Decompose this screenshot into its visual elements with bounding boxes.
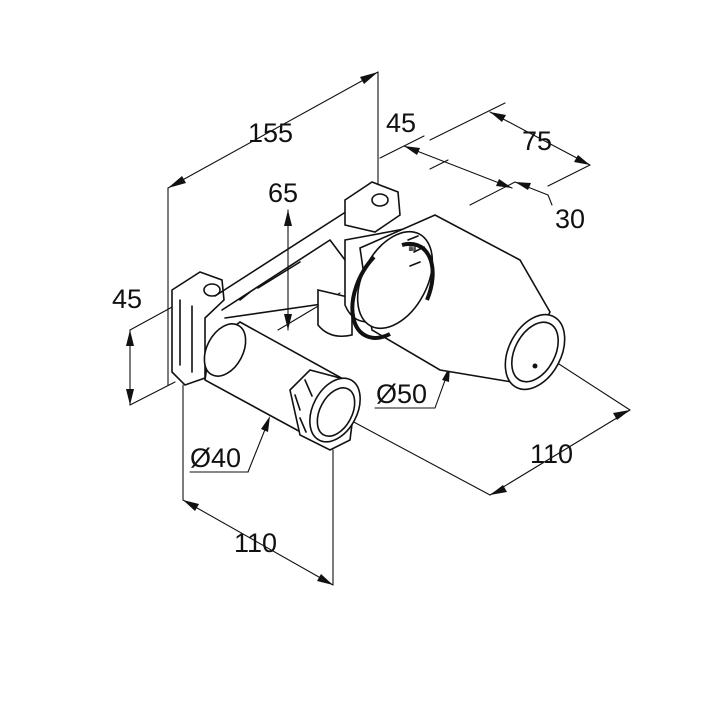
- dim-wall-offset: 30: [555, 204, 585, 234]
- outlet-cylinder: ▦: [350, 214, 566, 391]
- dim-body-length: 75: [522, 126, 552, 156]
- dimension-labels: 155 45 75 30 65 45 Ø50 Ø40 110 110: [112, 108, 585, 558]
- outlet-center-mark: [532, 363, 538, 369]
- dim-right-length: 110: [530, 439, 573, 469]
- mounting-hole-top: [371, 193, 389, 207]
- dim-overall-width: 155: [248, 118, 293, 148]
- dim-height: 65: [268, 178, 298, 208]
- inlet-nut: [309, 377, 361, 443]
- dim-bottom-length: 110: [234, 528, 277, 558]
- dim-outlet-diameter: Ø50: [376, 379, 427, 409]
- dimension-lines: [126, 71, 631, 586]
- inlet-cylinder: [203, 321, 361, 451]
- outlet-cap: [504, 313, 566, 391]
- mounting-hole-left: [203, 283, 221, 297]
- dim-left-height: 45: [112, 284, 142, 314]
- svg-text:▦: ▦: [408, 243, 417, 253]
- dim-depth-top: 45: [386, 108, 416, 138]
- mounting-bracket-top: [344, 181, 401, 233]
- dim-inlet-diameter: Ø40: [190, 443, 241, 473]
